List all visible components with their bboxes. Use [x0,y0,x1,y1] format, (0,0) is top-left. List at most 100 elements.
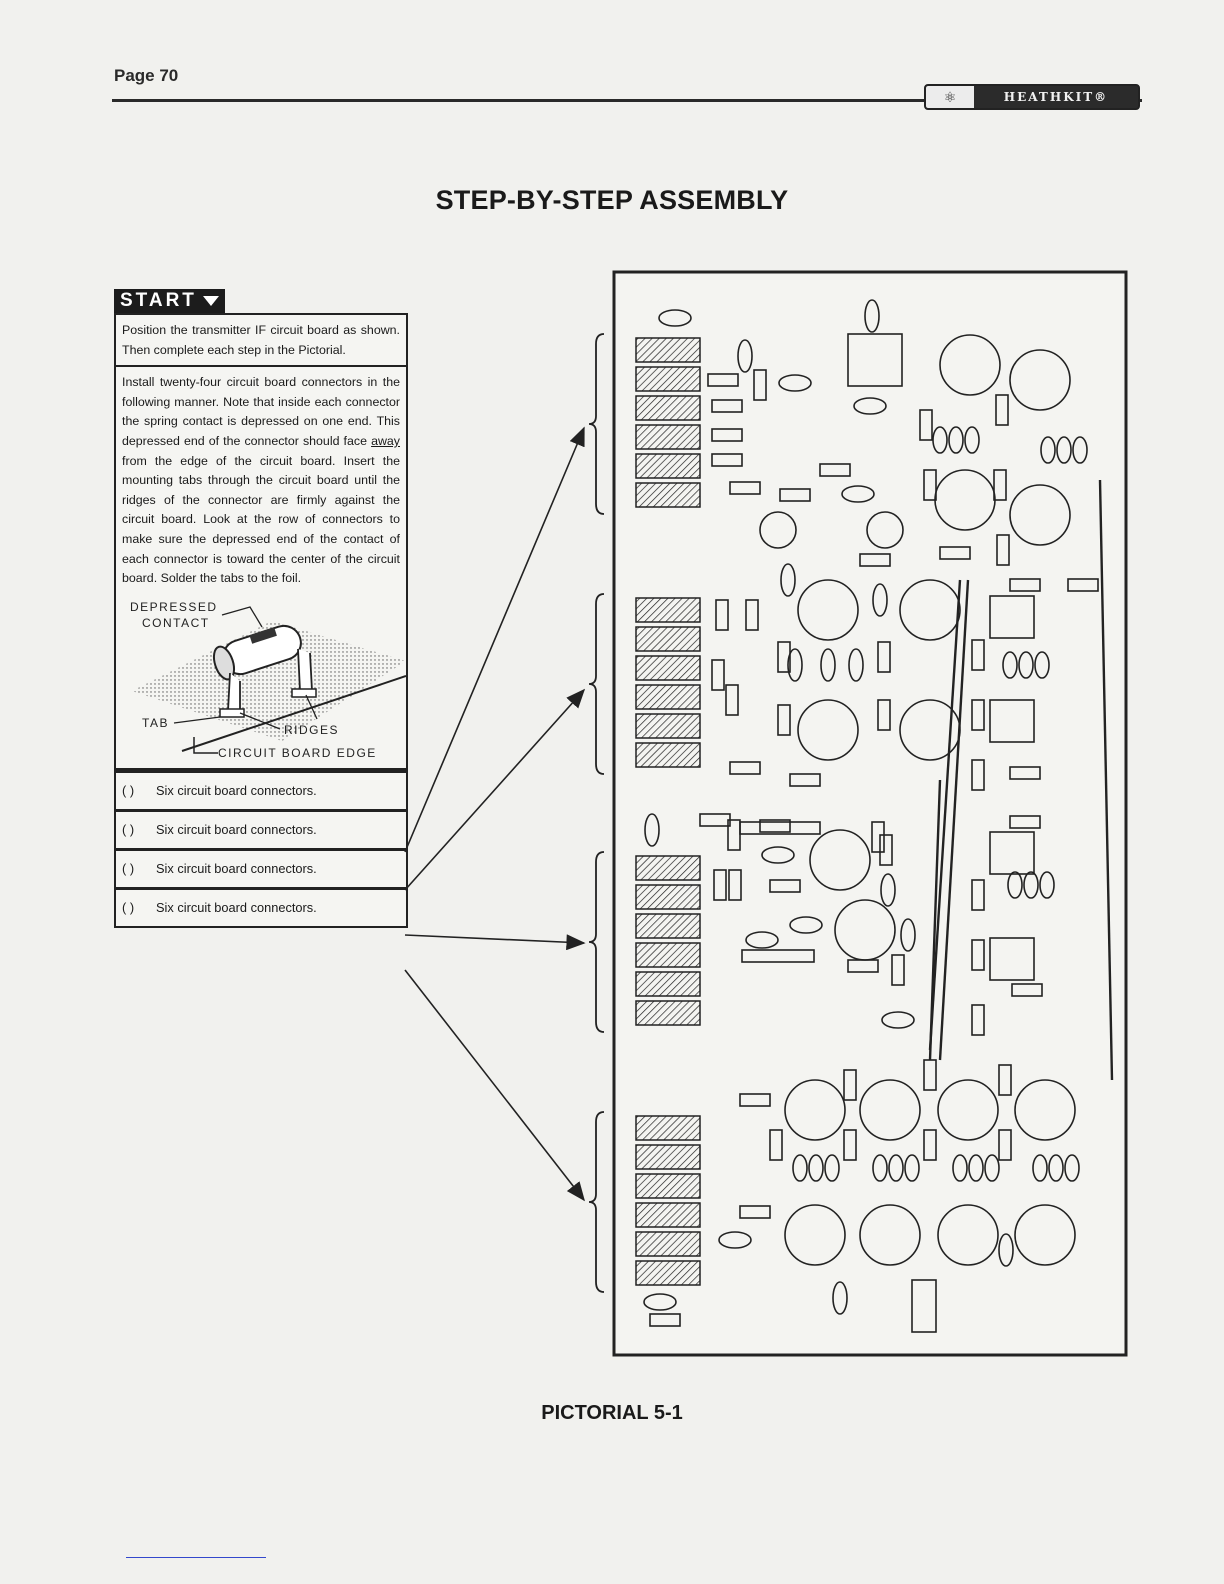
connector-strip [635,1144,701,1170]
capacitor [787,648,803,682]
step-label: Six circuit board connectors. [156,822,317,838]
resistor [1067,578,1099,592]
logo-text: HEATHKIT® [1003,90,1109,104]
resistor [819,463,851,477]
component-block [989,595,1035,639]
connector-strip [635,395,701,421]
transformer-can [859,1204,921,1266]
group-brace [588,851,605,1033]
checkbox[interactable]: ( ) [122,822,135,838]
coil [1002,651,1018,679]
resistor [745,599,759,631]
coil [1064,1154,1080,1182]
checkbox[interactable]: ( ) [122,900,135,916]
resistor [1009,578,1041,592]
foil-trace [1098,479,1114,1081]
capacitor [658,309,692,327]
capacitor [778,374,812,392]
heathkit-logo: ⚛ HEATHKIT® [924,84,1140,110]
group-brace [588,333,605,515]
connector-strip [635,971,701,997]
resistor [711,428,743,442]
step-row[interactable]: ( ) Six circuit board connectors. [116,808,406,848]
resistor [843,1129,857,1161]
coil [1048,1154,1064,1182]
transformer-can [784,1079,846,1141]
board-components [643,299,1114,1333]
resistor [753,369,767,401]
coil [984,1154,1000,1182]
transformer-can [859,1079,921,1141]
atom-icon: ⚛ [926,86,974,108]
capacitor [880,873,896,907]
connector-strip [635,684,701,710]
component-block [739,821,821,835]
resistor [847,959,879,973]
coil [872,1154,888,1182]
connector-strip [635,655,701,681]
resistor [998,1064,1012,1096]
checkbox[interactable]: ( ) [122,783,135,799]
resistor [923,1129,937,1161]
resistor [711,453,743,467]
resistor [715,599,729,631]
install-emphasis: away [371,433,400,448]
coil [888,1154,904,1182]
coil [1072,436,1088,464]
capacitor [820,648,836,682]
resistor [971,759,985,791]
foil-trace [938,579,970,1061]
capacitor [841,485,875,503]
pictorial-caption: PICTORIAL 5-1 [541,1402,683,1424]
step-label: Six circuit board connectors. [156,783,317,799]
foil-trace [928,579,962,1051]
resistor [877,641,891,673]
connector-strip [635,1000,701,1026]
install-text-1: Install twenty-four circuit board connec… [122,375,400,448]
connector-strip [635,337,701,363]
resistor [779,488,811,502]
step-label: Six circuit board connectors. [156,900,317,916]
transformer-can [784,1204,846,1266]
capacitor [832,1281,848,1315]
step-row[interactable]: ( )Six circuit board connectors. [116,847,406,887]
coil [948,426,964,454]
resistor [995,394,1009,426]
transformer-can [809,829,871,891]
coil [968,1154,984,1182]
capacitor [848,648,864,682]
install-instructions: Install twenty-four circuit board connec… [116,367,406,770]
capacitor [853,397,887,415]
coil [1023,871,1039,899]
label-edge: CIRCUIT BOARD EDGE [218,746,377,760]
component-block [911,1279,937,1333]
label-tab: TAB [142,716,169,730]
resistor [739,1093,771,1107]
resistor [649,1313,681,1327]
resistor [877,699,891,731]
connector-strip [635,424,701,450]
start-tag: START [114,289,225,313]
pointer-arrows [404,426,586,1202]
transformer-can [1014,1079,1076,1141]
checkbox[interactable]: ( ) [122,861,135,877]
resistor [707,373,739,387]
down-arrow-icon [202,296,219,306]
capacitor [745,931,779,949]
label-contact: CONTACT [142,616,210,630]
resistor [996,534,1010,566]
resistor [729,481,761,495]
component-block [989,699,1035,743]
coil [1040,436,1056,464]
capacitor [900,918,916,952]
step-row[interactable]: ( ) Six circuit board connectors. [116,769,406,809]
resistor [971,1004,985,1036]
connector-strip [635,713,701,739]
resistor [789,773,821,787]
resistor [923,469,937,501]
step-row[interactable]: ( ) Six circuit board connectors. [116,886,406,926]
coil [1007,871,1023,899]
capacitor [789,916,823,934]
connector-strip [635,1231,701,1257]
connector-strip [635,597,701,623]
